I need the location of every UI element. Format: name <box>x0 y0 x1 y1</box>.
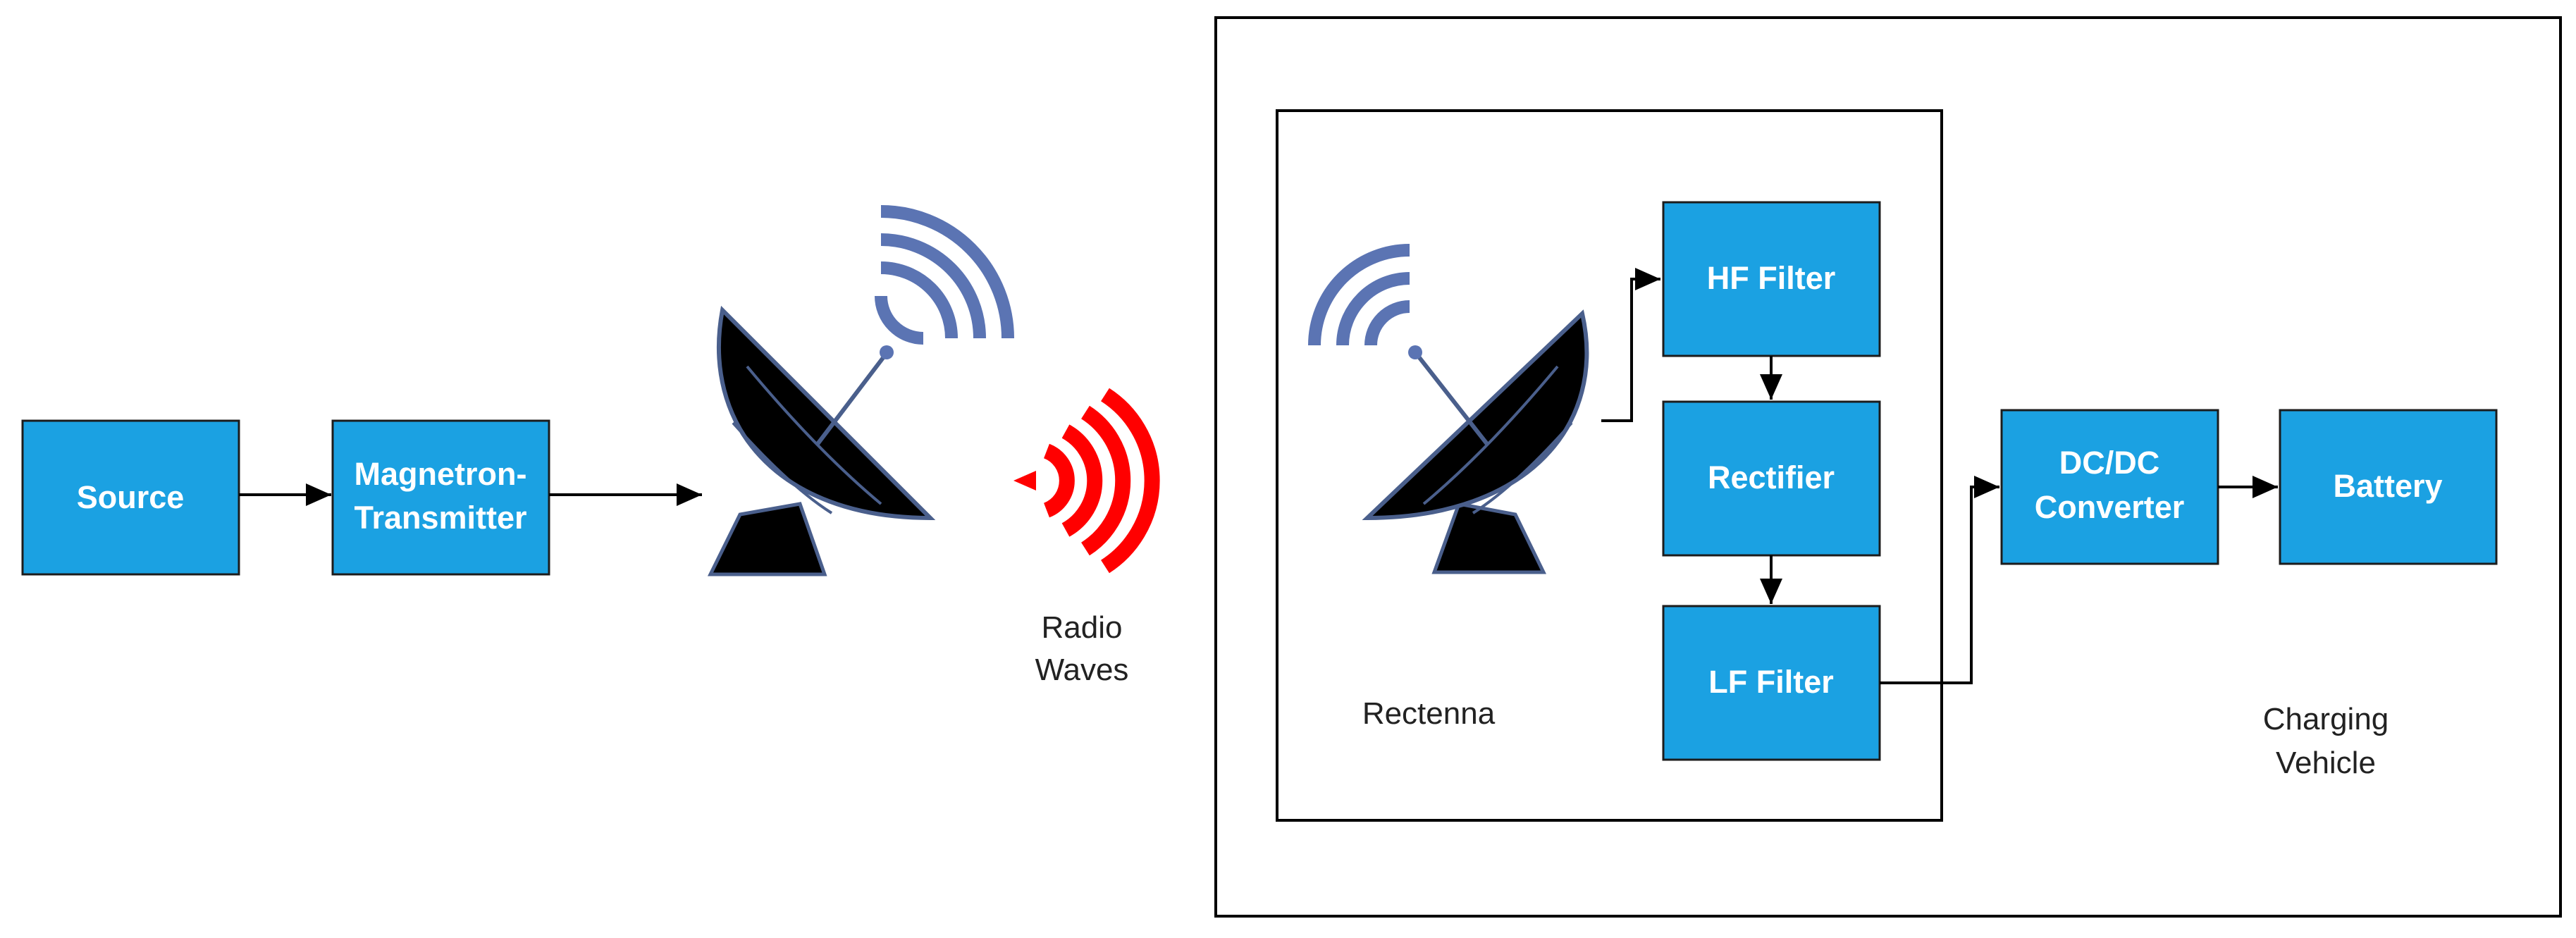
charging-vehicle-container <box>1214 16 2562 918</box>
hf-filter-label: HF Filter <box>1707 260 1836 296</box>
magnetron-label-line1: Magnetron- <box>355 456 527 492</box>
rectifier-label: Rectifier <box>1708 459 1835 495</box>
radio-waves-icon <box>1013 388 1160 574</box>
dcdc-converter-block: DC/DC Converter <box>2000 409 2219 565</box>
charging-vehicle-label-line2: Vehicle <box>2276 746 2376 780</box>
battery-label: Battery <box>2333 468 2442 504</box>
magnetron-transmitter-block: Magnetron- Transmitter <box>331 419 550 576</box>
dcdc-label-line1: DC/DC <box>2059 445 2160 481</box>
rectenna-label: Rectenna <box>1362 696 1496 731</box>
dcdc-label-line2: Converter <box>2035 489 2185 525</box>
magnetron-label-line2: Transmitter <box>354 500 526 536</box>
rectenna-dish-icon <box>1308 244 1589 574</box>
radio-waves-label-line2: Waves <box>1035 653 1129 687</box>
arrow-antenna-to-hf-filter <box>1601 268 1660 422</box>
source-block: Source <box>21 419 240 576</box>
source-label: Source <box>77 479 185 515</box>
lf-filter-block: LF Filter <box>1662 605 1881 761</box>
arrow-lf-to-dcdc <box>1880 476 1999 684</box>
satellite-dish-icon <box>707 205 1014 576</box>
charging-vehicle-label-line1: Charging <box>2263 702 2389 736</box>
lf-filter-label: LF Filter <box>1708 664 1834 700</box>
hf-filter-block: HF Filter <box>1662 201 1881 357</box>
radio-waves-label-line1: Radio <box>1042 610 1123 645</box>
battery-block: Battery <box>2279 409 2498 565</box>
rectifier-block: Rectifier <box>1662 400 1881 557</box>
rectenna-container <box>1276 109 1943 822</box>
